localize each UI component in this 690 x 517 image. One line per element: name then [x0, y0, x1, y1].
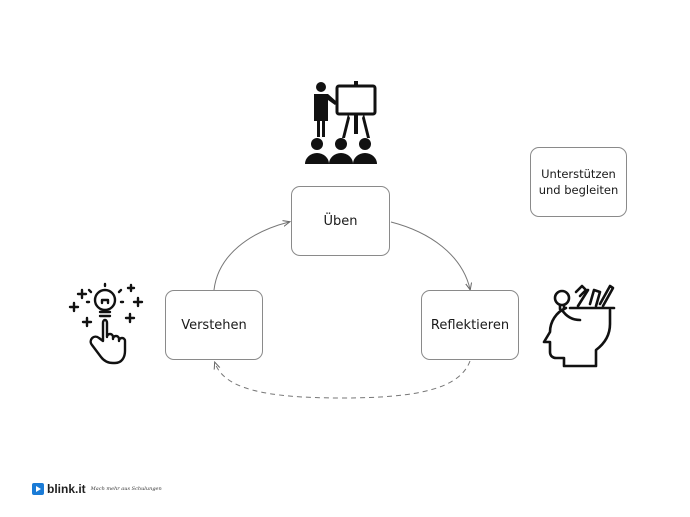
play-logo-icon — [32, 483, 44, 495]
node-verstehen: Verstehen — [165, 290, 263, 360]
logo-name: blink.it — [47, 482, 86, 496]
node-reflektieren: Reflektieren — [421, 290, 519, 360]
presenter-audience-icon — [305, 81, 377, 164]
arrow-reflektieren-to-verstehen — [215, 360, 471, 399]
arrow-verstehen-to-ueben — [213, 222, 289, 291]
idea-lightbulb-finger-icon — [68, 282, 144, 365]
arrow-ueben-to-reflektieren — [390, 221, 470, 289]
creative-head-icon — [542, 284, 616, 368]
blink-it-logo: blink.it Mach mehr aus Schulungen — [32, 482, 162, 496]
logo-tagline: Mach mehr aus Schulungen — [90, 486, 162, 492]
node-unterstuetzen: Unterstützen und begleiten — [530, 147, 627, 217]
node-ueben: Üben — [291, 186, 390, 256]
